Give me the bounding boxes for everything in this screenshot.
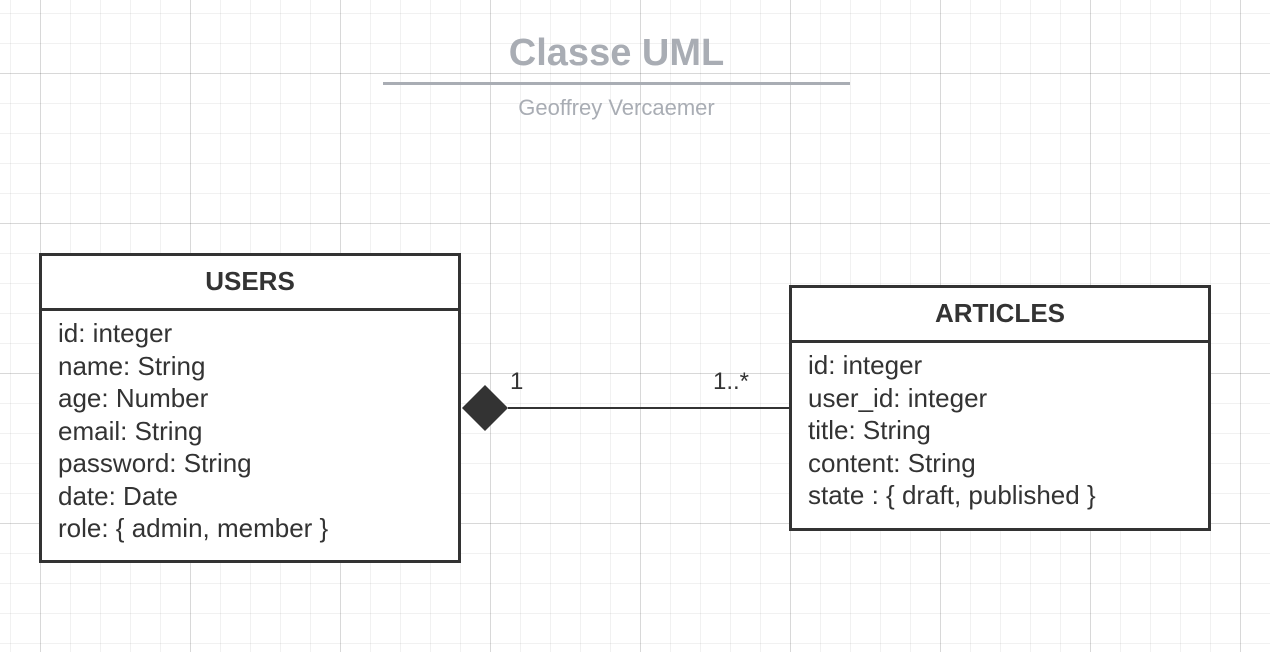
diagram-subtitle: Geoffrey Vercaemer — [518, 95, 715, 120]
attribute: email: String — [58, 415, 203, 446]
target-multiplicity-label: 1..* — [713, 368, 750, 395]
source-multiplicity-label: 1 — [510, 368, 524, 395]
attribute: name: String — [58, 350, 206, 381]
composition-diamond-icon — [462, 385, 508, 431]
class-name-users: USERS — [42, 256, 458, 311]
class-name-articles: ARTICLES — [792, 288, 1208, 343]
attribute: age: Number — [58, 383, 209, 413]
attribute: user_id: integer — [808, 382, 988, 413]
attribute: id: integer — [58, 318, 173, 348]
diagram-title: Classe UML — [508, 32, 725, 74]
class-attributes-users: id: integer name: String age: Number ema… — [42, 311, 458, 545]
attribute: content: String — [808, 447, 976, 478]
attribute: id: integer — [808, 350, 923, 380]
attribute: role: { admin, member } — [58, 513, 329, 543]
class-attributes-articles: id: integer user_id: integer title: Stri… — [792, 343, 1208, 512]
attribute: title: String — [808, 415, 931, 445]
attribute: state : { draft, published } — [808, 480, 1096, 510]
title-underline — [383, 82, 850, 85]
class-articles[interactable]: ARTICLES id: integer user_id: integer ti… — [789, 285, 1211, 531]
class-users[interactable]: USERS id: integer name: String age: Numb… — [39, 253, 461, 563]
attribute: date: Date — [58, 480, 178, 511]
attribute: password: String — [58, 448, 252, 478]
